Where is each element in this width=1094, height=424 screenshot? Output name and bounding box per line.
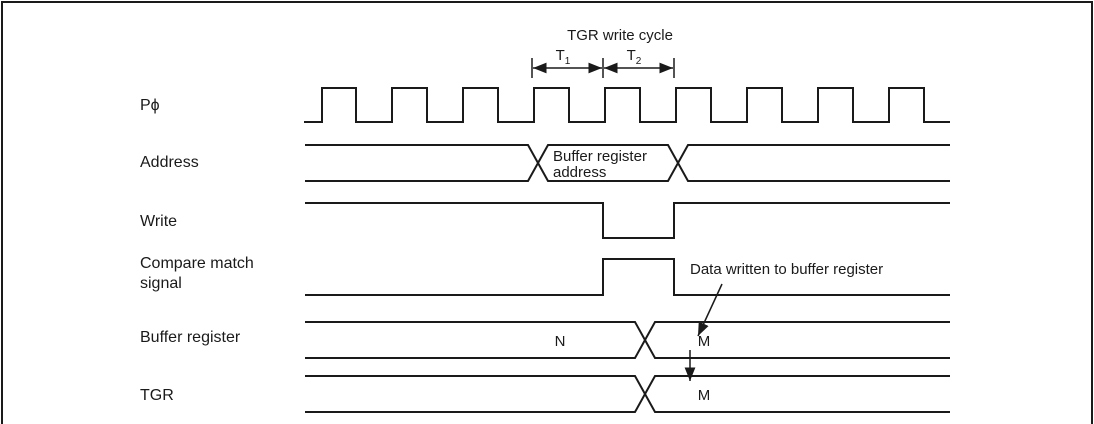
t2-label: T2 — [627, 47, 642, 67]
t1-label: T1 — [556, 47, 571, 67]
write-waveform — [305, 202, 950, 239]
annotation-text: Data written to buffer register — [690, 261, 883, 278]
address-value-line2: address — [553, 164, 606, 181]
annotation-pointer — [697, 283, 723, 337]
tgr-new-value: M — [698, 387, 711, 404]
tgr-signal-label: TGR — [140, 387, 174, 404]
address-signal-label: Address — [140, 154, 199, 171]
compare-match-waveform — [305, 258, 950, 296]
write-signal-label: Write — [140, 213, 177, 230]
buffer-new-value: M — [698, 333, 711, 350]
address-waveform — [305, 144, 950, 182]
clock-signal-label: Pϕ — [140, 97, 160, 114]
cycle-label: TGR write cycle — [567, 27, 673, 44]
compare-signal-label-line1: Compare match — [140, 255, 254, 272]
buffer-signal-label: Buffer register — [140, 329, 241, 346]
buffer-register-waveform — [305, 321, 950, 359]
address-value-line1: Buffer register — [553, 148, 647, 165]
tgr-waveform — [305, 375, 950, 413]
compare-signal-label-line2: signal — [140, 275, 182, 292]
buffer-old-value: N — [555, 333, 566, 350]
clock-waveform — [304, 87, 950, 123]
